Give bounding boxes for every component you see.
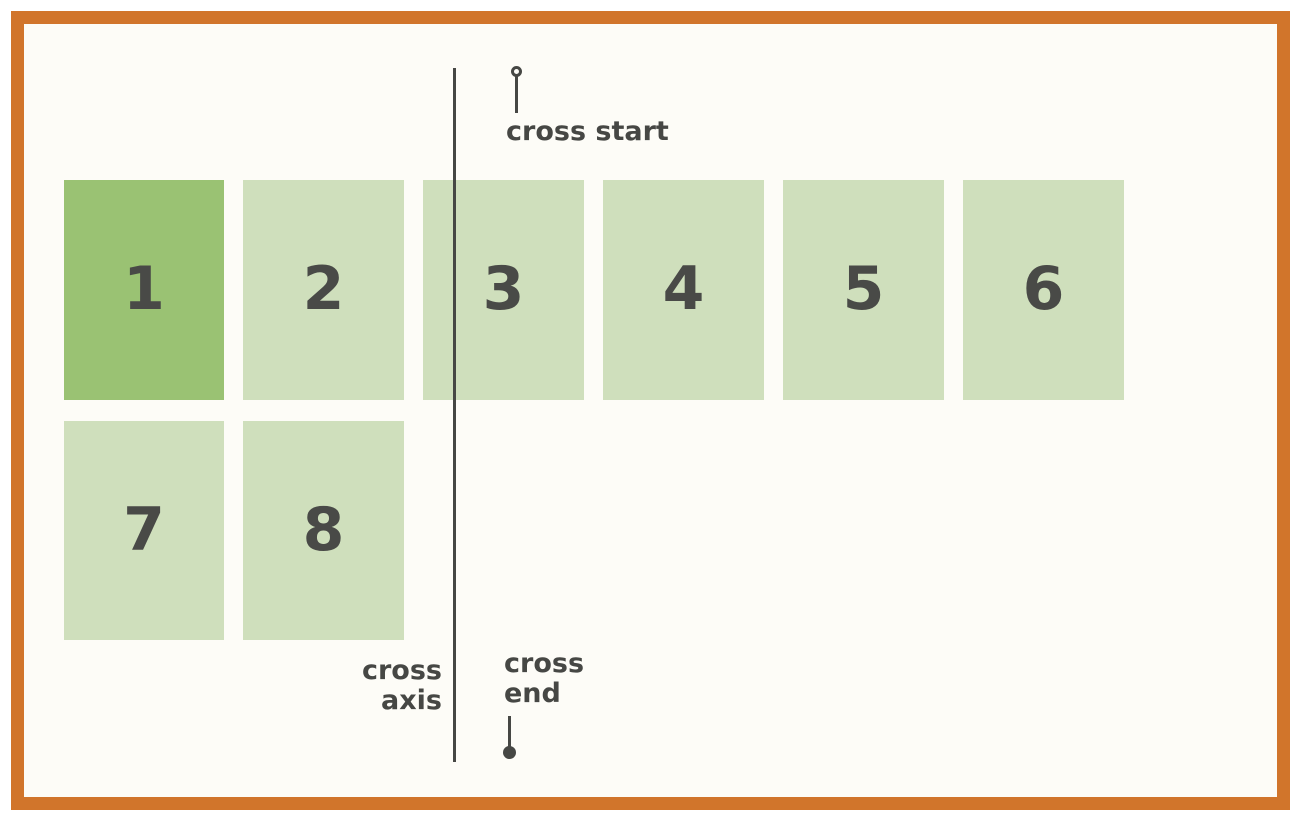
cross-axis-line — [453, 68, 456, 762]
flex-item-label: 6 — [1022, 254, 1065, 324]
cross-start-pin-line — [515, 76, 518, 113]
flex-item-label: 8 — [302, 494, 345, 565]
flex-item-label: 2 — [302, 254, 345, 324]
cross-axis-label-line2: axis — [381, 685, 442, 717]
flex-item-8: 8 — [243, 421, 404, 640]
flex-item-5: 5 — [783, 180, 944, 400]
flex-item-1: 1 — [64, 180, 224, 400]
cross-end-label-line2: end — [504, 678, 561, 710]
cross-axis-label-line1: cross — [361, 655, 442, 686]
cross-end-pin-dot-icon — [503, 746, 516, 759]
flex-item-6: 6 — [963, 180, 1124, 400]
flex-item-label: 1 — [123, 254, 165, 324]
flex-item-4: 4 — [603, 180, 764, 400]
flex-item-label: 4 — [662, 254, 705, 324]
flex-item-label: 7 — [123, 494, 165, 565]
cross-start-pin-dot-icon — [511, 66, 522, 77]
cross-end-label-line1: cross — [504, 648, 585, 679]
flex-item-3: 3 — [423, 180, 584, 400]
flex-item-2: 2 — [243, 180, 404, 400]
flex-item-label: 3 — [482, 254, 525, 324]
flex-item-label: 5 — [842, 254, 885, 324]
flex-item-7: 7 — [64, 421, 224, 640]
flex-container-frame — [11, 11, 1290, 810]
cross-start-label: cross start — [506, 116, 669, 147]
cross-end-pin-line — [508, 716, 511, 752]
